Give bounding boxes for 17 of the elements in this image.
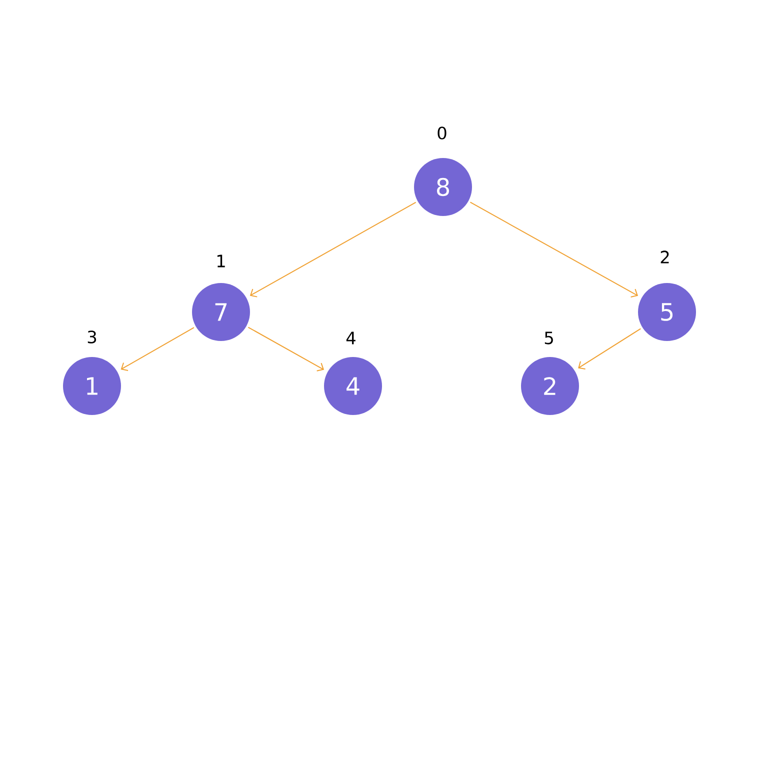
arrow bbox=[248, 326, 324, 372]
index-label: 1 bbox=[217, 254, 225, 268]
arrow bbox=[120, 327, 194, 372]
arrow bbox=[578, 328, 642, 370]
index-label: 5 bbox=[544, 332, 553, 344]
arrow bbox=[470, 202, 638, 298]
arrow bbox=[250, 202, 416, 298]
tree-node: 2 bbox=[521, 357, 579, 415]
index-label: 4 bbox=[346, 332, 356, 344]
tree-node: 7 bbox=[192, 283, 250, 341]
index-label: 0 bbox=[438, 126, 446, 140]
tree-node: 5 bbox=[638, 283, 696, 341]
tree-node: 4 bbox=[324, 357, 382, 415]
index-label: 3 bbox=[88, 330, 96, 344]
tree-node: 8 bbox=[414, 158, 472, 216]
index-label: 2 bbox=[660, 250, 669, 264]
tree-node: 1 bbox=[63, 357, 121, 415]
